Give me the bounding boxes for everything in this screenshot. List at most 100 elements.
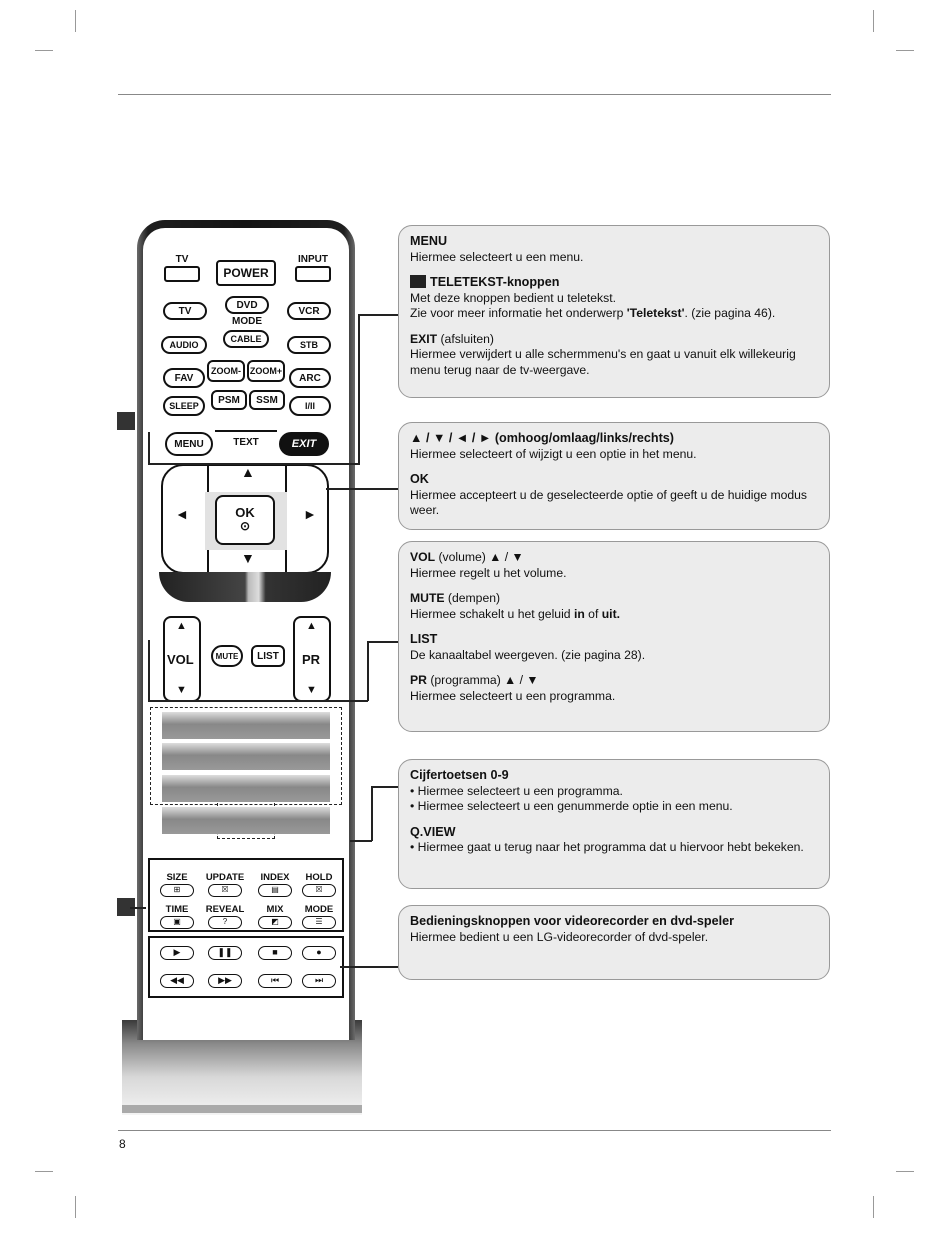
nav-left-button[interactable]: ◄ — [175, 506, 189, 522]
color-keys[interactable] — [159, 572, 331, 602]
ok-title: OK — [410, 472, 429, 486]
mode-tt-button[interactable]: ☰ — [302, 916, 336, 929]
stop-button[interactable]: ■ — [258, 946, 292, 960]
arc-button[interactable]: ARC — [289, 368, 331, 388]
crop-mark — [75, 1196, 76, 1218]
number-keys-row[interactable] — [162, 743, 330, 770]
mute-desc: Hiermee schakelt u het geluid in of uit. — [410, 607, 818, 623]
mute-paren: (dempen) — [444, 591, 501, 605]
update-label: UPDATE — [205, 872, 245, 883]
exit-button[interactable]: EXIT — [279, 432, 329, 456]
cable-button[interactable]: CABLE — [223, 330, 269, 348]
mute-desc-of: of — [584, 606, 602, 621]
record-button[interactable]: ● — [302, 946, 336, 960]
ok-label: OK — [235, 505, 255, 520]
num-bullet-2: • Hiermee selecteert u een genummerde op… — [410, 799, 733, 813]
pr-title: PR — [410, 673, 427, 687]
vol-down-icon: ▼ — [176, 684, 187, 696]
stb-button[interactable]: STB — [287, 336, 331, 354]
pr-rocker[interactable] — [293, 616, 331, 702]
nav-right-button[interactable]: ► — [303, 506, 317, 522]
fav-button[interactable]: FAV — [163, 368, 205, 388]
vol-desc: Hiermee regelt u het volume. — [410, 565, 567, 580]
pause-button[interactable]: ❚❚ — [208, 946, 242, 960]
vcr-panel: ▶ ❚❚ ■ ● ◀◀ ▶▶ ⏮ ⏭ — [148, 936, 344, 998]
sleep-button[interactable]: SLEEP — [163, 396, 205, 416]
qview-keys-row[interactable] — [162, 807, 330, 834]
mute-desc-text: Hiermee schakelt u het geluid — [410, 606, 574, 621]
vol-title: VOL — [410, 550, 436, 564]
vcr-desc: Hiermee bedient u een LG-videorecorder o… — [410, 929, 709, 944]
vol-label: VOL — [167, 652, 194, 667]
menu-button[interactable]: MENU — [165, 432, 213, 456]
ok-button[interactable]: OK ⊙ — [215, 495, 275, 545]
size-label: SIZE — [166, 872, 188, 883]
vcr-title: Bedieningsknoppen voor videorecorder en … — [410, 914, 735, 928]
nav-down-button[interactable]: ▼ — [241, 550, 255, 566]
mode-tv-button[interactable]: TV — [163, 302, 207, 320]
previous-button[interactable]: ⏮ — [258, 974, 292, 988]
mute-desc-in: in — [573, 606, 585, 621]
vol-rocker[interactable] — [163, 616, 201, 702]
remote-base-edge — [122, 1105, 362, 1113]
crop-mark — [873, 1196, 874, 1218]
pr-down-icon: ▼ — [306, 684, 317, 696]
mode-vcr-button[interactable]: VCR — [287, 302, 331, 320]
tv-label: TV — [175, 254, 189, 265]
number-keys-outline — [150, 707, 342, 805]
exit-paren: (afsluiten) — [437, 331, 494, 346]
number-keys-row[interactable] — [162, 712, 330, 739]
mix-button[interactable]: ◩ — [258, 916, 292, 929]
tv-button[interactable] — [164, 266, 200, 282]
list-desc: De kanaaltabel weergeven. (zie pagina 28… — [410, 647, 646, 662]
reveal-button[interactable]: ? — [208, 916, 242, 929]
header-rule — [118, 94, 831, 95]
ok-dot-icon: ⊙ — [239, 519, 251, 533]
list-button[interactable]: LIST — [251, 645, 285, 667]
num-bullet-1: • Hiermee selecteert u een programma. — [410, 783, 623, 798]
text-button[interactable]: TEXT — [215, 430, 277, 452]
rewind-button[interactable]: ◀◀ — [160, 974, 194, 988]
crop-mark — [873, 10, 874, 32]
power-button[interactable]: POWER — [216, 260, 276, 286]
psm-button[interactable]: PSM — [211, 390, 247, 410]
zoom-plus-button[interactable]: ZOOM+ — [247, 360, 285, 382]
nav-up-button[interactable]: ▲ — [241, 464, 255, 480]
leader-line — [367, 641, 369, 701]
leader-line — [350, 840, 372, 842]
number-keys-row[interactable] — [162, 775, 330, 802]
info-box-volume: VOL (volume) ▲ / ▼ Hiermee regelt u het … — [398, 541, 830, 732]
play-button[interactable]: ▶ — [160, 946, 194, 960]
mute-button[interactable]: MUTE — [211, 645, 243, 667]
mute-desc-uit: uit. — [601, 606, 621, 621]
leader-line — [148, 432, 150, 463]
teletext-ref-page: . (zie pagina 46). — [684, 306, 776, 320]
io-button[interactable]: I/II — [289, 396, 331, 416]
index-label: INDEX — [260, 872, 290, 883]
mix-label: MIX — [266, 904, 284, 915]
info-box-menu: MENU Hiermee selecteert u een menu. TELE… — [398, 225, 830, 398]
leader-line — [371, 786, 398, 788]
mode-dvd-button[interactable]: DVD — [225, 296, 269, 314]
input-button[interactable] — [295, 266, 331, 282]
nav-desc: Hiermee selecteert of wijzigt u een opti… — [410, 446, 697, 461]
audio-button[interactable]: AUDIO — [161, 336, 207, 354]
ssm-button[interactable]: SSM — [249, 390, 285, 410]
update-button[interactable]: ☒ — [208, 884, 242, 897]
next-button[interactable]: ⏭ — [302, 974, 336, 988]
zoom-minus-button[interactable]: ZOOM- — [207, 360, 245, 382]
leader-line — [148, 640, 150, 700]
hold-button[interactable]: ☒ — [302, 884, 336, 897]
vol-paren: (volume) ▲ / ▼ — [435, 550, 524, 564]
page-number: 8 — [119, 1137, 126, 1151]
teletext-panel: SIZE UPDATE INDEX HOLD ⊞ ☒ ▤ ☒ TIME REVE… — [148, 858, 344, 932]
hold-label: HOLD — [305, 872, 333, 883]
index-button[interactable]: ▤ — [258, 884, 292, 897]
crop-mark — [896, 50, 914, 51]
info-box-vcr: Bedieningsknoppen voor videorecorder en … — [398, 905, 830, 980]
size-button[interactable]: ⊞ — [160, 884, 194, 897]
time-button[interactable]: ▣ — [160, 916, 194, 929]
teletext-marker — [117, 898, 135, 916]
teletext-desc: Met deze knoppen bedient u teletekst. — [410, 290, 616, 305]
fast-forward-button[interactable]: ▶▶ — [208, 974, 242, 988]
